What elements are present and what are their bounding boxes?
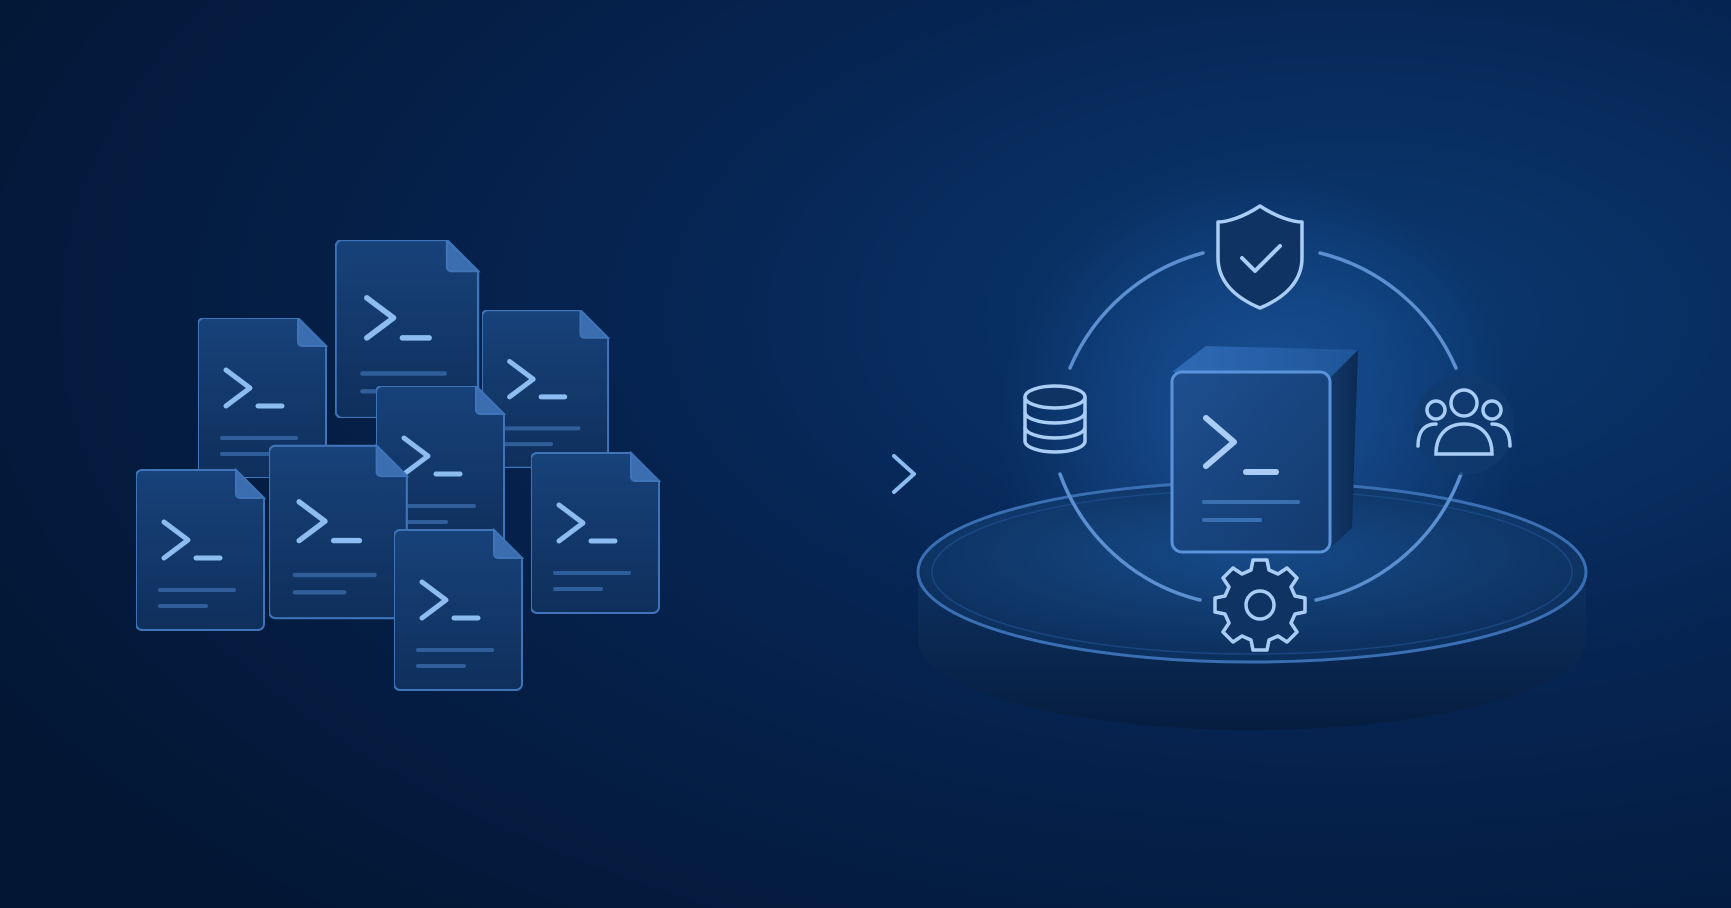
- script-file: [394, 530, 522, 690]
- script-file: [531, 453, 659, 613]
- orbit-ring: [1058, 251, 1463, 602]
- script-file: [136, 470, 264, 630]
- arrow-right-icon: [710, 454, 916, 494]
- users-icon: [1414, 375, 1514, 475]
- database-icon: [1023, 384, 1087, 454]
- shield-check-icon: [1216, 204, 1304, 310]
- script-file: [269, 446, 407, 618]
- terminal-prompt-icon: [1203, 415, 1279, 475]
- terminal-cube: [1170, 346, 1358, 554]
- gear-icon: [1213, 558, 1307, 652]
- central-hub: [916, 170, 1588, 730]
